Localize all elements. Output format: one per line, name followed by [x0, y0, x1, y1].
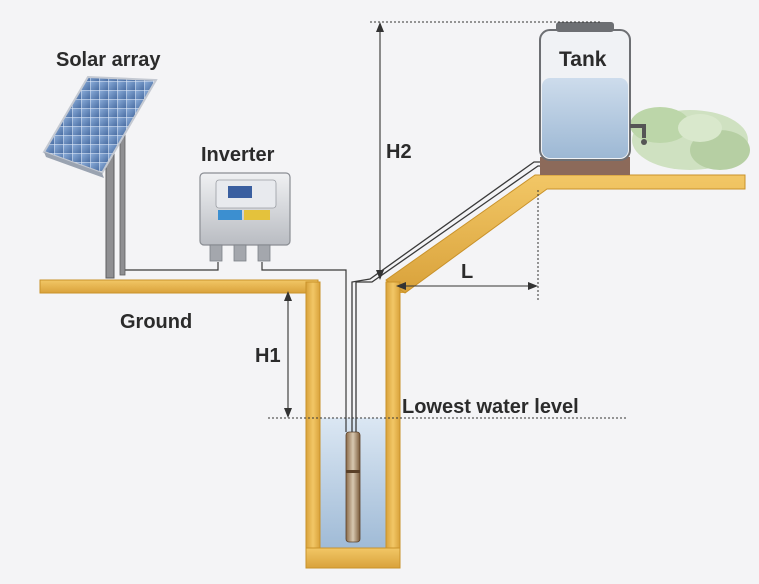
length-label: L	[461, 261, 473, 283]
inverter-box	[199, 172, 291, 262]
solar-array-label: Solar array	[56, 49, 161, 71]
foliage	[630, 107, 750, 170]
ground-surface	[39, 174, 746, 294]
submersible-pump	[345, 431, 361, 543]
inverter-label: Inverter	[201, 144, 275, 166]
h1-label: H1	[255, 345, 281, 367]
lowest-water-level-label: Lowest water level	[402, 396, 579, 418]
tank-label: Tank	[559, 48, 607, 71]
h2-label: H2	[386, 141, 412, 163]
water-tank	[539, 22, 750, 175]
dimension-lines	[268, 21, 628, 419]
ground-label: Ground	[120, 311, 192, 333]
solar-array	[42, 75, 158, 279]
